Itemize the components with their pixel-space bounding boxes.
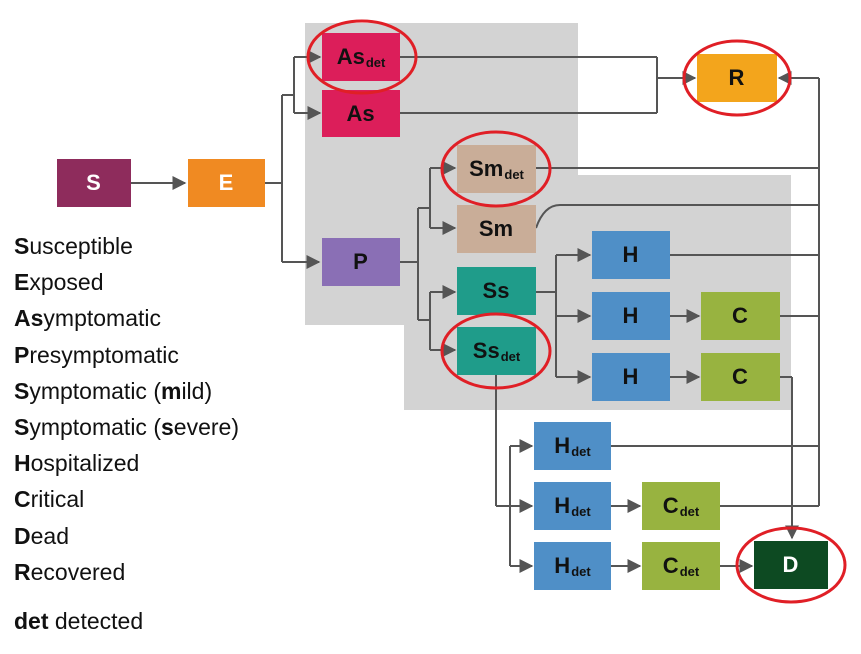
node-ss: Ss	[457, 267, 536, 315]
legend-item: Critical	[14, 486, 85, 513]
legend-item: Asymptomatic	[14, 305, 161, 332]
ring-ss-det	[440, 312, 552, 390]
node-e: E	[188, 159, 265, 207]
ring-d	[735, 526, 847, 604]
ring-sm-det	[440, 130, 552, 208]
ring-r	[682, 39, 792, 117]
legend-item: Symptomatic (severe)	[14, 413, 239, 440]
infectious-region-label: infectious	[583, 126, 676, 151]
legend-item: Recovered	[14, 558, 126, 585]
node-s: S	[57, 159, 131, 207]
legend-item: Symptomatic (mild)	[14, 377, 213, 404]
legend-item: Susceptible	[14, 233, 133, 259]
ring-as-det	[306, 19, 418, 95]
node-r: R	[697, 54, 777, 102]
legend-item: Hospitalized	[14, 450, 140, 477]
node-h1: H	[592, 231, 670, 279]
legend-det-note: det detected	[14, 608, 144, 634]
line-sm-to-bus	[535, 204, 819, 229]
node-p: P	[322, 238, 400, 286]
node-c2: C	[701, 292, 780, 340]
node-sm: Sm	[457, 205, 536, 253]
node-c3: C	[701, 353, 780, 401]
legend-item: Dead	[14, 522, 69, 549]
legend-item: Presymptomatic	[14, 341, 179, 368]
node-h2: H	[592, 292, 670, 340]
legend-item: Exposed	[14, 269, 104, 296]
node-as: As	[322, 90, 400, 137]
node-h3: H	[592, 353, 670, 401]
legend: Susceptible Exposed Asymptomatic Presymp…	[14, 228, 239, 590]
node-d: D	[754, 541, 828, 589]
